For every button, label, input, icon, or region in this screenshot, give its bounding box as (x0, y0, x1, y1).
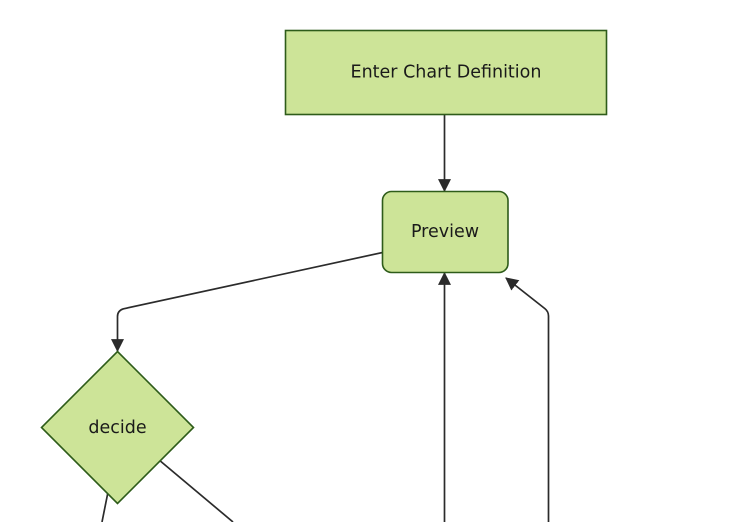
edge-preview-to-decide (111, 251, 383, 353)
node-decide: decide (40, 350, 195, 505)
enter-chart-definition-box (284, 29, 608, 116)
decide-diamond (40, 350, 195, 505)
enter-chart-definition-label: Enter Chart Definition (351, 63, 542, 83)
edge-decide-to-offscreen-right (157, 458, 234, 522)
edge-decide-to-offscreen-left (101, 491, 109, 522)
node-preview: Preview (381, 190, 509, 274)
node-enter-chart-definition: Enter Chart Definition (284, 29, 608, 116)
preview-box (381, 190, 509, 274)
edge-offscreen-right-to-preview (505, 277, 550, 522)
decide-label: decide (88, 418, 146, 438)
preview-label: Preview (411, 222, 479, 242)
